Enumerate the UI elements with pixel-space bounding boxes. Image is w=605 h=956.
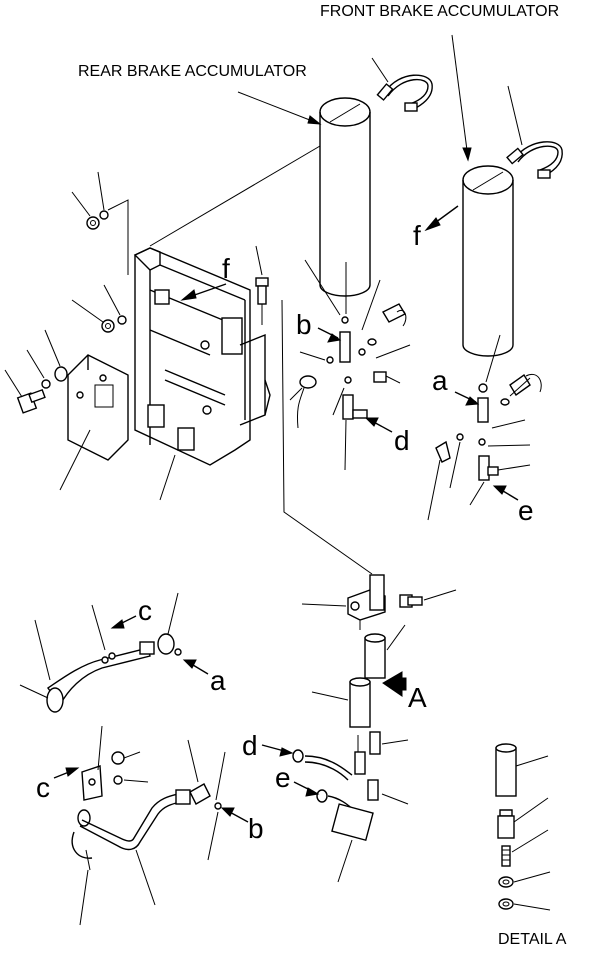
valve-bracket [133, 247, 271, 466]
rear-hose [371, 57, 433, 112]
lower-pipe-d [292, 749, 353, 781]
callout-e-bottom: e [275, 762, 291, 793]
callout-d-bottom: d [242, 730, 258, 761]
detail-a-label: DETAIL A [498, 931, 567, 948]
rear-valve-assembly [289, 259, 411, 471]
lower-pipe-e [316, 789, 374, 883]
rear-brake-accumulator-label: REAR BRAKE ACCUMULATOR [78, 63, 307, 80]
front-hose [506, 85, 563, 179]
bolt-left [4, 329, 68, 414]
front-accumulator-leader [451, 34, 469, 159]
connector-line [281, 299, 373, 575]
lower-left-pipe [71, 725, 226, 926]
callout-c-bottom: c [36, 772, 50, 803]
callout-a-bottom: a [210, 665, 226, 696]
rear-line-to-bracket [149, 145, 321, 247]
front-valve-assembly [427, 334, 542, 521]
detail-a-parts [495, 743, 551, 911]
front-accumulator [462, 165, 514, 357]
detail-a-arrow [382, 671, 407, 697]
callout-f-rear: f [222, 253, 230, 284]
lower-accumulators [311, 624, 406, 728]
rear-accumulator [319, 97, 371, 297]
callout-c-top: c [138, 595, 152, 626]
bolt-top [255, 245, 269, 325]
callout-b-bottom: b [248, 813, 264, 844]
callout-a-top: a [432, 365, 448, 396]
callout-b-top: b [296, 309, 312, 340]
rear-accumulator-leader [237, 91, 321, 125]
callout-A-letter: A [408, 682, 427, 713]
callout-f-front: f [413, 220, 421, 251]
callout-e-top: e [518, 495, 534, 526]
lower-fittings [354, 731, 409, 805]
hose-c-upper [19, 592, 182, 713]
cover-plate [67, 354, 129, 461]
callout-d-top: d [394, 425, 410, 456]
lower-bracket [301, 574, 457, 630]
washer-mid [71, 284, 127, 333]
front-brake-accumulator-label: FRONT BRAKE ACCUMULATOR [320, 3, 559, 20]
washer-top [71, 171, 129, 275]
